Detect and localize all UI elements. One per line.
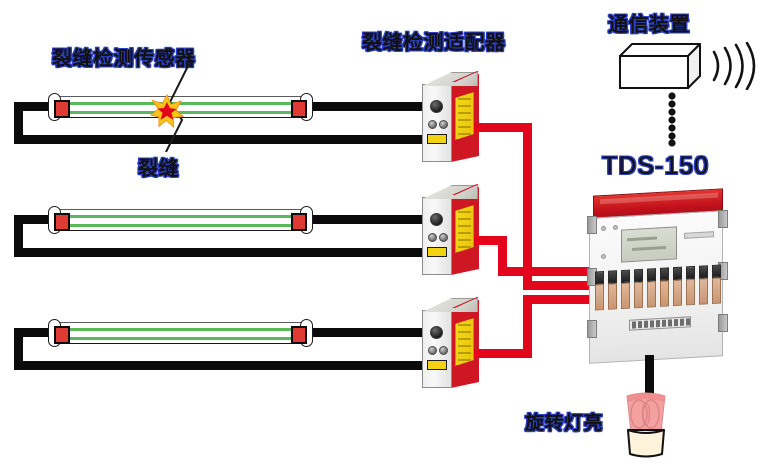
rotating-warning-lamp [626,392,666,458]
comm-link-dotted-line [668,92,676,147]
sensor-3-stripe-upper [70,328,291,331]
logger-din-clip-3 [587,320,597,338]
red-cable-ch2-to-logger [498,267,589,276]
adapter-2-yellow-plate [427,247,447,257]
sensor-2-terminal-left [54,213,70,231]
red-cable-ch3-horizontal [474,349,532,358]
crack-burst-icon [150,94,184,128]
cable-ch1-top-to-adapter [305,102,427,111]
adapter-1-top-red-edge [452,71,479,82]
red-cable-ch2-horizontal [474,236,507,245]
adapter-3-bnc-port-2[interactable] [439,346,448,355]
sensor-2-body [56,209,305,231]
cable-logger-to-lamp [645,355,654,395]
logger-indicator-led-1 [601,226,606,231]
logger-din-clip-1 [587,216,597,234]
label-crack: 裂缝 [138,158,179,180]
comm-device-icon [619,43,701,89]
adapter-2-yellow-label [455,205,474,253]
adapter-2-bnc-port-1[interactable] [428,233,437,242]
cable-ch1-left-stub [14,102,58,111]
red-cable-ch3-to-logger [523,295,589,304]
tds-150-data-logger [585,188,730,367]
adapter-2-top-red-edge [452,184,479,195]
sensor-1-terminal-left [54,100,70,118]
logger-din-clip-6 [718,314,728,332]
label-crack-sensor: 裂缝检测传感器 [52,48,196,70]
crack-sensor-2 [48,205,313,235]
adapter-3-connector-knob[interactable] [430,326,443,339]
adapter-2-bnc-port-2[interactable] [439,233,448,242]
sensor-3-body [56,322,305,344]
sensor-3-terminal-right [291,326,307,344]
sensor-1-stripe-lower [70,111,291,114]
adapter-2-connector-knob[interactable] [430,213,443,226]
red-cable-ch1-vertical [523,123,532,283]
sensor-3-terminal-left [54,326,70,344]
red-cable-ch3-vertical [523,295,532,358]
cable-ch3-top-to-adapter [305,328,427,337]
cable-ch2-left-vertical [14,215,23,257]
crack-adapter-3 [418,296,484,392]
adapter-1-bnc-port-2[interactable] [439,120,448,129]
cable-ch1-left-vertical [14,102,23,144]
cable-ch2-bottom [14,248,425,257]
logger-din-clip-4 [718,210,728,228]
sensor-3-stripe-lower [70,337,291,340]
sensor-1-terminal-right [291,100,307,118]
cable-ch3-left-stub [14,328,58,337]
red-cable-ch2-vertical [498,236,507,276]
sensor-2-stripe-upper [70,215,291,218]
logger-indicator-led-2 [613,225,618,230]
logger-indicator-led-3 [601,254,606,259]
red-cable-ch1-horizontal [474,123,532,132]
sensor-2-stripe-lower [70,224,291,227]
cable-ch1-bottom [14,135,425,144]
adapter-3-yellow-label [455,318,474,366]
crack-adapter-1 [418,70,484,166]
wireless-waves-icon [712,42,756,90]
crack-adapter-2 [418,183,484,279]
adapter-1-connector-knob[interactable] [430,100,443,113]
cable-ch3-left-vertical [14,328,23,370]
adapter-3-yellow-plate [427,360,447,370]
cable-ch3-bottom [14,361,425,370]
cable-ch2-left-stub [14,215,58,224]
adapter-1-yellow-plate [427,134,447,144]
sensor-2-terminal-right [291,213,307,231]
logger-lcd-display [621,226,677,263]
label-tds-150: TDS-150 [602,152,710,180]
red-cable-ch1-to-logger [523,281,589,290]
adapter-1-bnc-port-1[interactable] [428,120,437,129]
adapter-3-top-red-edge [452,297,479,308]
sensor-1-stripe-upper [70,102,291,105]
label-rotating-lamp: 旋转灯亮 [525,413,604,434]
label-comm-device: 通信装置 [608,14,690,36]
adapter-1-yellow-label [455,92,474,140]
crack-sensor-3 [48,318,313,348]
label-crack-adapter: 裂缝检测适配器 [362,32,506,54]
cable-ch2-top-to-adapter [305,215,427,224]
adapter-3-bnc-port-1[interactable] [428,346,437,355]
